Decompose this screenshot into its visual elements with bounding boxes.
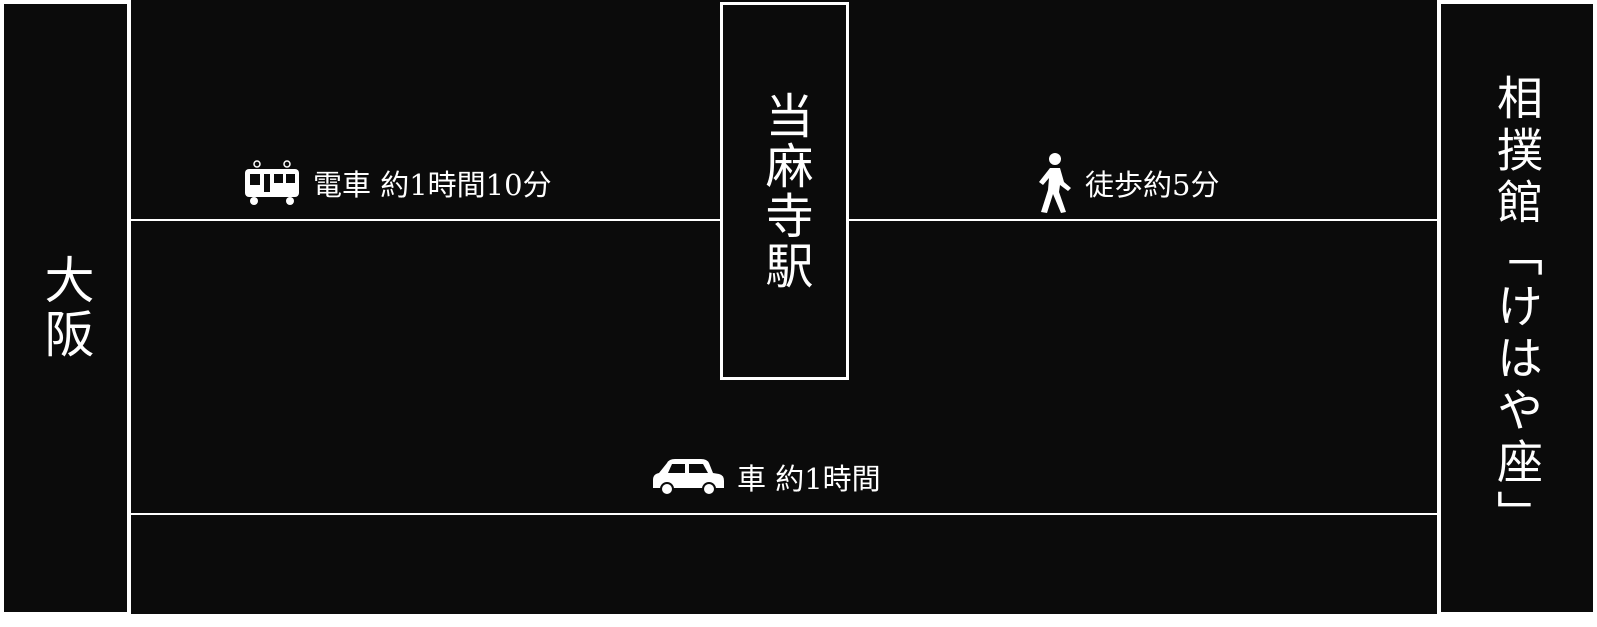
destination-label: 相撲館「けはや座」: [1490, 74, 1544, 542]
walk-route-line: [848, 219, 1437, 221]
train-route-label: 電車 約1時間10分: [243, 160, 552, 206]
train-route-line: [131, 219, 721, 221]
train-route-text: 電車 約1時間10分: [313, 168, 552, 202]
walking-person-icon: [1035, 152, 1073, 214]
origin-box: 大阪: [4, 4, 127, 612]
origin-label: 大阪: [36, 254, 95, 362]
car-icon: [651, 457, 725, 497]
destination-box: 相撲館「けはや座」: [1441, 4, 1593, 612]
walk-route-label: 徒歩約5分: [1035, 152, 1219, 214]
station-label: 当麻寺駅: [756, 91, 813, 291]
walk-route-text: 徒歩約5分: [1085, 168, 1220, 202]
station-box: 当麻寺駅: [720, 2, 849, 380]
train-icon: [243, 160, 301, 206]
car-route-text: 車 約1時間: [737, 462, 881, 496]
car-route-line: [131, 513, 1437, 515]
car-route-label: 車 約1時間: [651, 456, 881, 498]
